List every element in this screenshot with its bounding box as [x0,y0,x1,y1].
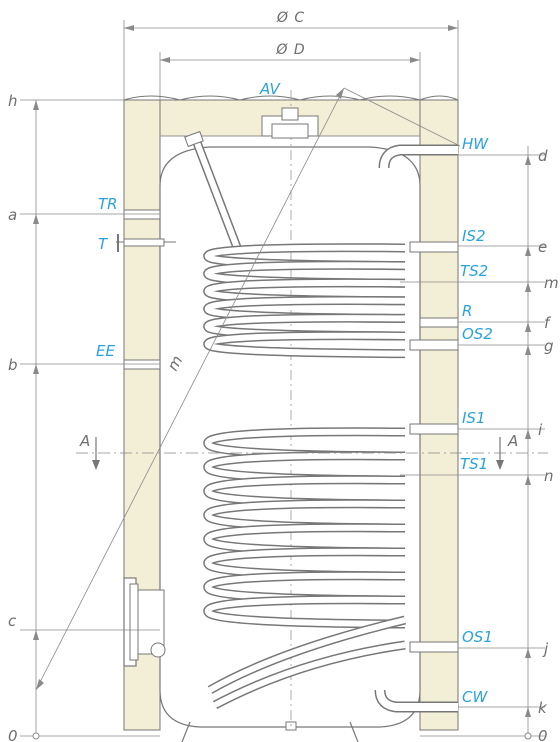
label-ts1: TS1 [460,455,488,473]
level-zero-left-label: 0 [8,727,18,742]
level-b-label: b [8,356,18,374]
section-line: A A [76,432,548,470]
label-hw: HW [462,135,489,153]
upper-heating-coil [203,243,406,359]
level-e-label: e [538,238,547,256]
ee-socket [123,359,161,370]
level-j-label: j [542,640,549,658]
coil-return-leg [208,617,406,693]
tr-socket [123,209,161,220]
level-m-label: m [544,274,559,292]
coil-turn [204,596,406,627]
level-k-label: k [538,699,548,717]
label-t: T [98,235,109,253]
level-i-label: i [538,421,543,439]
coil-turn [204,332,406,357]
level-a-label: a [8,206,17,224]
thermometer-pocket [184,130,243,255]
diameter-d-dimension: Ø D [159,42,421,100]
diameter-c-dimension: Ø C [123,10,459,100]
label-cw: CW [462,688,488,706]
thermometer-t [116,234,176,252]
label-os2: OS2 [462,325,493,343]
cold-water-inlet [374,689,458,713]
label-is1: IS1 [462,409,486,427]
diameter-d-label: Ø D [275,42,305,58]
coil-return-leg [213,642,406,708]
label-r: R [462,302,472,320]
diameter-c-label: Ø C [276,10,305,26]
lower-heating-coil [203,427,407,709]
coil-connection-stubs [409,241,459,653]
inspection-flange [123,577,166,667]
left-dimension-rail [20,99,160,740]
label-av: AV [259,80,282,98]
diagonal-dimension: m [35,87,461,691]
level-f-label: f [544,314,552,332]
level-zero-right-label: 0 [538,727,548,742]
label-ts2: TS2 [460,262,488,280]
air-vent-fitting [261,107,319,139]
level-g-label: g [544,337,554,355]
label-os1: OS1 [462,628,493,646]
section-marker-right: A [507,432,518,450]
level-h-label: h [8,92,18,110]
hot-water-outlet [378,144,458,169]
level-d-label: d [538,147,548,165]
label-ee: EE [96,342,115,360]
level-c-label: c [8,612,17,630]
label-is2: IS2 [462,227,486,245]
section-marker-left: A [79,432,90,450]
right-dimension-rail [400,146,545,740]
label-tr: TR [98,195,118,213]
level-n-label: n [544,467,554,485]
